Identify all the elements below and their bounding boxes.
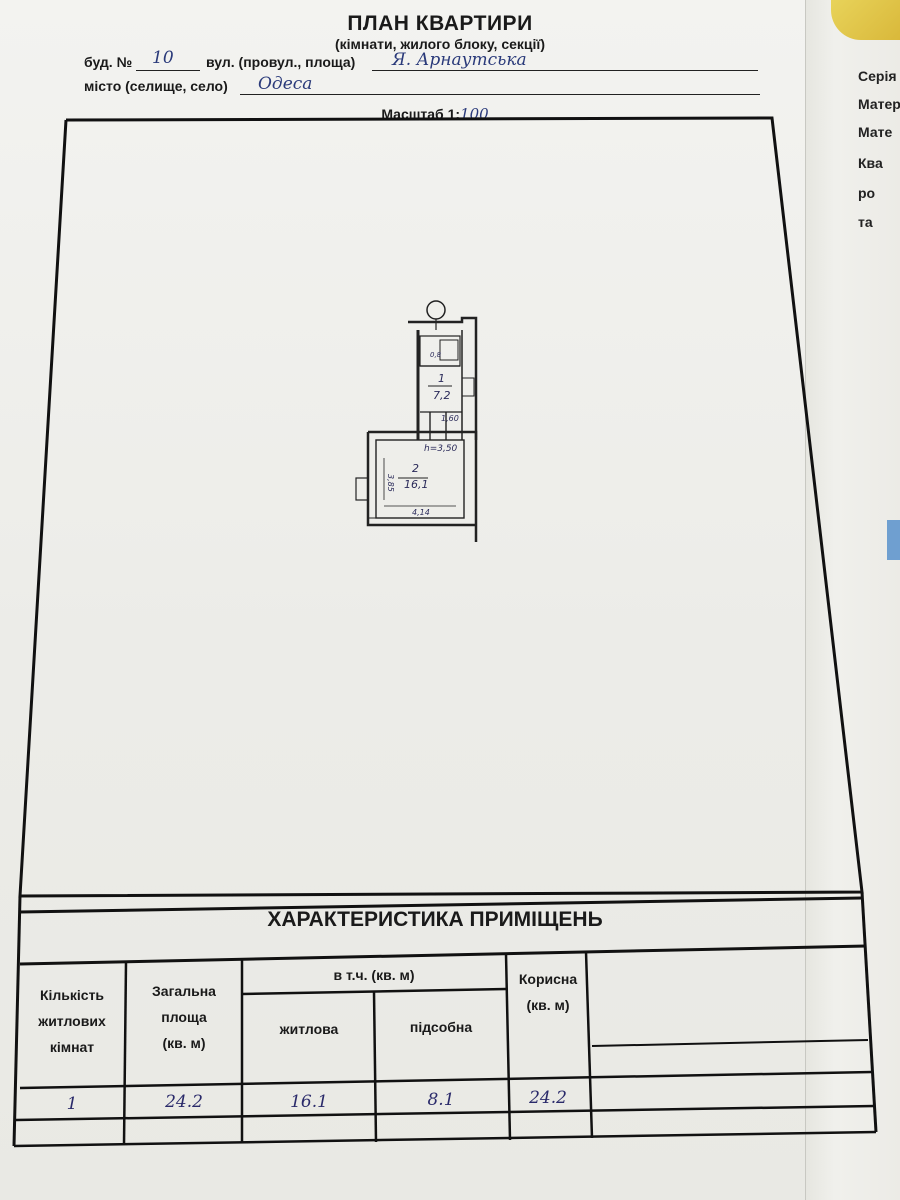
side-text: ро <box>858 185 876 201</box>
city-label: місто (селище, село) <box>84 78 228 94</box>
header-rooms-line: Кількість <box>39 987 105 1003</box>
header-including: в т.ч. (кв. м) <box>333 967 415 983</box>
building-number: 10 <box>152 48 174 68</box>
side-text: та <box>858 214 873 230</box>
header-total-line: Загальна <box>152 983 216 999</box>
document-sheet <box>0 0 830 1200</box>
ceiling-height: h=3,50 <box>424 444 458 454</box>
header-rooms-line: житлових <box>38 1013 106 1029</box>
floor-plan <box>355 300 478 542</box>
table-title: ХАРАКТЕРИСТИКА ПРИМІЩЕНЬ <box>267 908 603 931</box>
small-dimension: 0,8 <box>430 351 442 359</box>
document-title: ПЛАН КВАРТИРИ <box>347 12 533 35</box>
city-value: Одеса <box>258 74 313 94</box>
second-sheet: Серія Матер Мате Ква ро та <box>805 0 900 1200</box>
table-grid <box>12 891 878 1148</box>
header-living: житлова <box>279 1021 339 1037</box>
passage-dimension: 1,60 <box>441 414 459 423</box>
room2-number: 2 <box>412 462 419 475</box>
header-total-line: (кв. м) <box>162 1035 206 1051</box>
header-useful-line: Корисна <box>518 971 578 987</box>
city-underline <box>240 94 760 95</box>
side-text: Ква <box>858 155 883 171</box>
header-useful-line: (кв. м) <box>526 997 570 1013</box>
header-rooms-line: кімнат <box>49 1039 95 1055</box>
building-underline <box>136 70 200 71</box>
building-label: буд. № <box>84 54 133 70</box>
room1-number: 1 <box>438 372 445 385</box>
street-label: вул. (провул., площа) <box>206 54 356 70</box>
header-useful: Корисна (кв. м) <box>508 966 588 1018</box>
useful-area-value: 24.2 <box>529 1088 567 1108</box>
room1-area: 7,2 <box>433 389 451 402</box>
side-text: Серія <box>858 68 897 84</box>
living-area-value: 16.1 <box>290 1092 328 1112</box>
blue-strip <box>887 520 900 560</box>
header-rooms: Кількість житлових кімнат <box>22 982 122 1060</box>
plan-frame-border <box>18 116 864 898</box>
auxiliary-area-value: 8.1 <box>427 1090 455 1110</box>
side-text: Матер <box>858 96 900 112</box>
side-text: Мате <box>858 124 893 140</box>
header-total-area: Загальна площа (кв. м) <box>128 978 240 1056</box>
header-total-line: площа <box>161 1009 207 1025</box>
document-subtitle: (кімнати, жилого блоку, секції) <box>334 36 546 52</box>
yellow-corner <box>831 0 900 40</box>
plan-marker-circle <box>426 300 446 320</box>
street-value: Я. Арнаутська <box>392 50 527 70</box>
street-underline <box>372 70 758 71</box>
header-auxiliary: підсобна <box>409 1019 473 1035</box>
total-area-value: 24.2 <box>165 1092 203 1112</box>
depth-dimension: 3,85 <box>386 474 395 492</box>
width-dimension: 4,14 <box>412 508 430 517</box>
room2-area: 16,1 <box>404 478 429 491</box>
rooms-count-value: 1 <box>66 1094 78 1114</box>
